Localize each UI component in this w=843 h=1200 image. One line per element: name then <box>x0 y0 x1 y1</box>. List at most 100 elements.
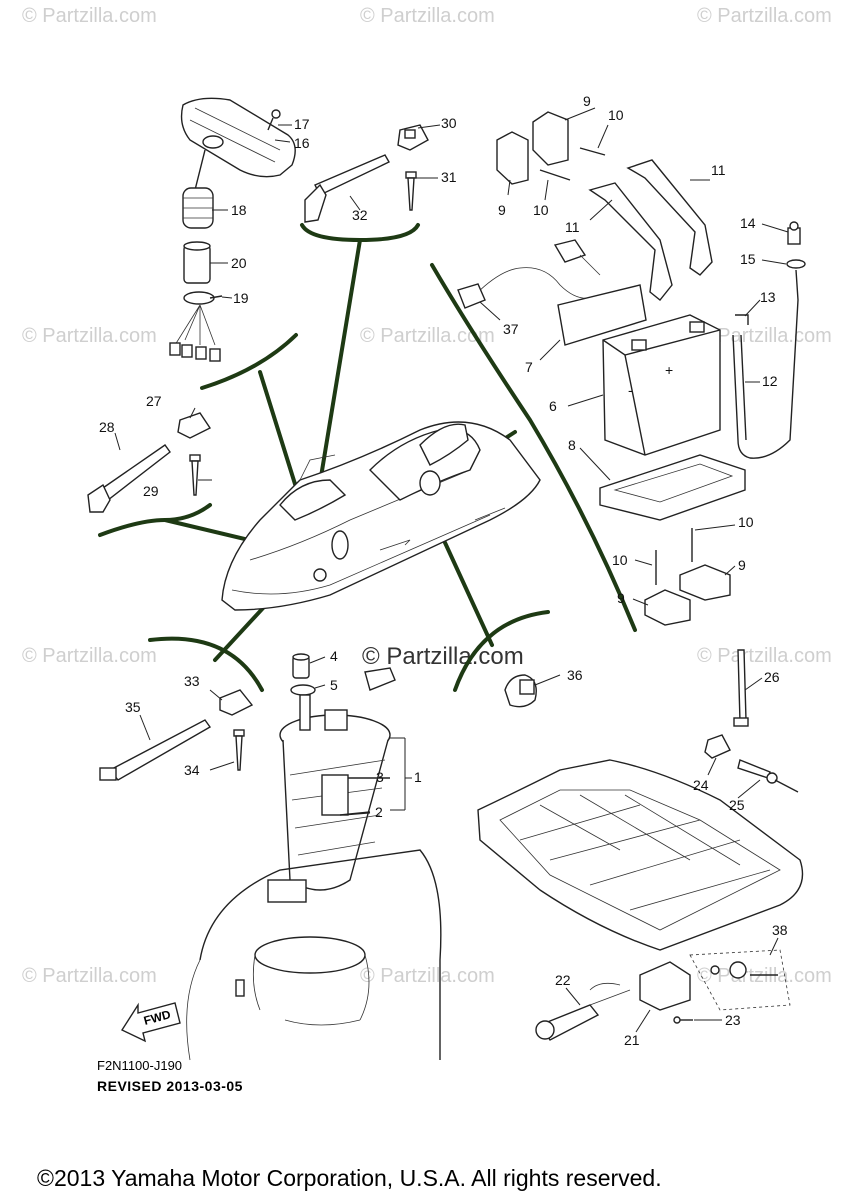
callout-36[interactable]: 36 <box>567 667 583 683</box>
watermark: © Partzilla.com <box>360 5 495 27</box>
rivet-29[interactable] <box>189 454 201 496</box>
callout-31[interactable]: 31 <box>441 169 457 185</box>
bracket-clamp-group <box>300 223 420 243</box>
strap-11[interactable] <box>588 159 713 301</box>
fuel-pump-group <box>99 653 442 1061</box>
pin-10-upper[interactable] <box>539 147 606 181</box>
callout-20[interactable]: 20 <box>231 255 247 271</box>
callout-15[interactable]: 15 <box>740 251 756 267</box>
connector-37[interactable] <box>457 239 601 309</box>
callout-14[interactable]: 14 <box>740 215 756 231</box>
battery-box-8[interactable] <box>599 454 746 521</box>
callout-4[interactable]: 4 <box>330 648 338 664</box>
callout-2[interactable]: 2 <box>375 804 383 820</box>
callout-13[interactable]: 13 <box>760 289 776 305</box>
callout-25[interactable]: 25 <box>729 797 745 813</box>
sensor-21[interactable] <box>589 961 691 1011</box>
cap-4[interactable] <box>292 653 310 679</box>
sensor-36[interactable] <box>504 674 537 708</box>
callout-8[interactable]: 8 <box>568 437 576 453</box>
cable-tie-35[interactable] <box>99 719 212 781</box>
callout-21[interactable]: 21 <box>624 1032 640 1048</box>
callout-10[interactable]: 10 <box>612 552 628 568</box>
rivet-34[interactable] <box>233 729 245 771</box>
brackets-9-lower[interactable] <box>644 564 731 626</box>
watermark: © Partzilla.com <box>22 5 157 27</box>
battery-cable-12[interactable] <box>732 269 799 459</box>
callout-11[interactable]: 11 <box>565 219 580 235</box>
clip-13[interactable] <box>735 314 749 325</box>
clamp-5[interactable] <box>290 684 316 696</box>
copyright-notice: ©2013 Yamaha Motor Corporation, U.S.A. A… <box>37 1165 662 1191</box>
battery-6[interactable]: + - <box>602 314 721 456</box>
label-plate-7[interactable] <box>557 284 647 346</box>
clip-27[interactable] <box>177 412 212 439</box>
screw-23[interactable] <box>673 1016 693 1024</box>
rivet-31[interactable] <box>405 171 417 211</box>
fuel-pump-1[interactable] <box>267 694 391 903</box>
callout-33[interactable]: 33 <box>184 673 200 689</box>
callout-9[interactable]: 9 <box>617 590 625 606</box>
callout-27[interactable]: 27 <box>146 393 162 409</box>
callout-11[interactable]: 11 <box>711 162 726 178</box>
callout-24[interactable]: 24 <box>693 777 709 793</box>
callout-28[interactable]: 28 <box>99 419 115 435</box>
harness-connectors <box>169 304 221 362</box>
callout-38[interactable]: 38 <box>772 922 788 938</box>
callout-22[interactable]: 22 <box>555 972 571 988</box>
callout-18[interactable]: 18 <box>231 202 247 218</box>
tie-26[interactable] <box>733 649 749 727</box>
callout-35[interactable]: 35 <box>125 699 141 715</box>
filter-element-18[interactable] <box>182 187 214 229</box>
callout-19[interactable]: 19 <box>233 290 249 306</box>
callout-12[interactable]: 12 <box>762 373 778 389</box>
watermark: © Partzilla.com <box>697 645 832 667</box>
pins-10-lower[interactable] <box>655 528 693 585</box>
callout-7[interactable]: 7 <box>525 359 533 375</box>
clamp-19[interactable] <box>183 291 223 305</box>
callout-9[interactable]: 9 <box>498 202 506 218</box>
bracket-parts-right <box>704 649 799 793</box>
callout-16[interactable]: 16 <box>294 135 310 151</box>
callout-17[interactable]: 17 <box>294 116 310 132</box>
filter-case-cover[interactable] <box>180 97 296 178</box>
callout-26[interactable]: 26 <box>764 669 780 685</box>
watermark-center: © Partzilla.com <box>362 643 524 670</box>
probe-22[interactable] <box>535 989 631 1041</box>
revision-date: REVISED 2013-03-05 <box>97 1078 243 1094</box>
clip-33[interactable] <box>219 689 254 716</box>
fwd-arrow-icon: FWD <box>120 1002 181 1043</box>
clip-30[interactable] <box>397 124 429 151</box>
cable-tie-32[interactable] <box>304 154 390 223</box>
fitting-38[interactable] <box>689 949 791 1011</box>
spacer-20[interactable] <box>183 241 211 284</box>
callout-10[interactable]: 10 <box>608 107 624 123</box>
callout-1[interactable]: 1 <box>414 769 422 785</box>
clamp-15[interactable] <box>786 259 806 269</box>
sensor-assembly <box>535 949 791 1041</box>
callout-9[interactable]: 9 <box>583 93 591 109</box>
clip-24[interactable] <box>704 734 731 759</box>
filter-housing-group <box>169 97 296 362</box>
screw-17[interactable] <box>267 109 281 131</box>
filter-tube <box>194 149 206 191</box>
callout-30[interactable]: 30 <box>441 115 457 131</box>
bracket-9-upper[interactable] <box>496 111 569 185</box>
callout-5[interactable]: 5 <box>330 677 338 693</box>
callout-34[interactable]: 34 <box>184 762 200 778</box>
callout-29[interactable]: 29 <box>143 483 159 499</box>
rivet-25[interactable] <box>737 759 799 793</box>
callout-9[interactable]: 9 <box>738 557 746 573</box>
callout-32[interactable]: 32 <box>352 207 368 223</box>
callout-23[interactable]: 23 <box>725 1012 741 1028</box>
cable-tie-28[interactable] <box>87 444 171 513</box>
callout-3[interactable]: 3 <box>376 769 384 785</box>
callout-37[interactable]: 37 <box>503 321 519 337</box>
callout-10[interactable]: 10 <box>533 202 549 218</box>
watermark: © Partzilla.com <box>22 965 157 987</box>
bracket-clamp-left <box>98 503 212 537</box>
callout-6[interactable]: 6 <box>549 398 557 414</box>
breather-14[interactable] <box>787 221 801 245</box>
watercraft-hull <box>221 421 541 611</box>
callout-10[interactable]: 10 <box>738 514 754 530</box>
